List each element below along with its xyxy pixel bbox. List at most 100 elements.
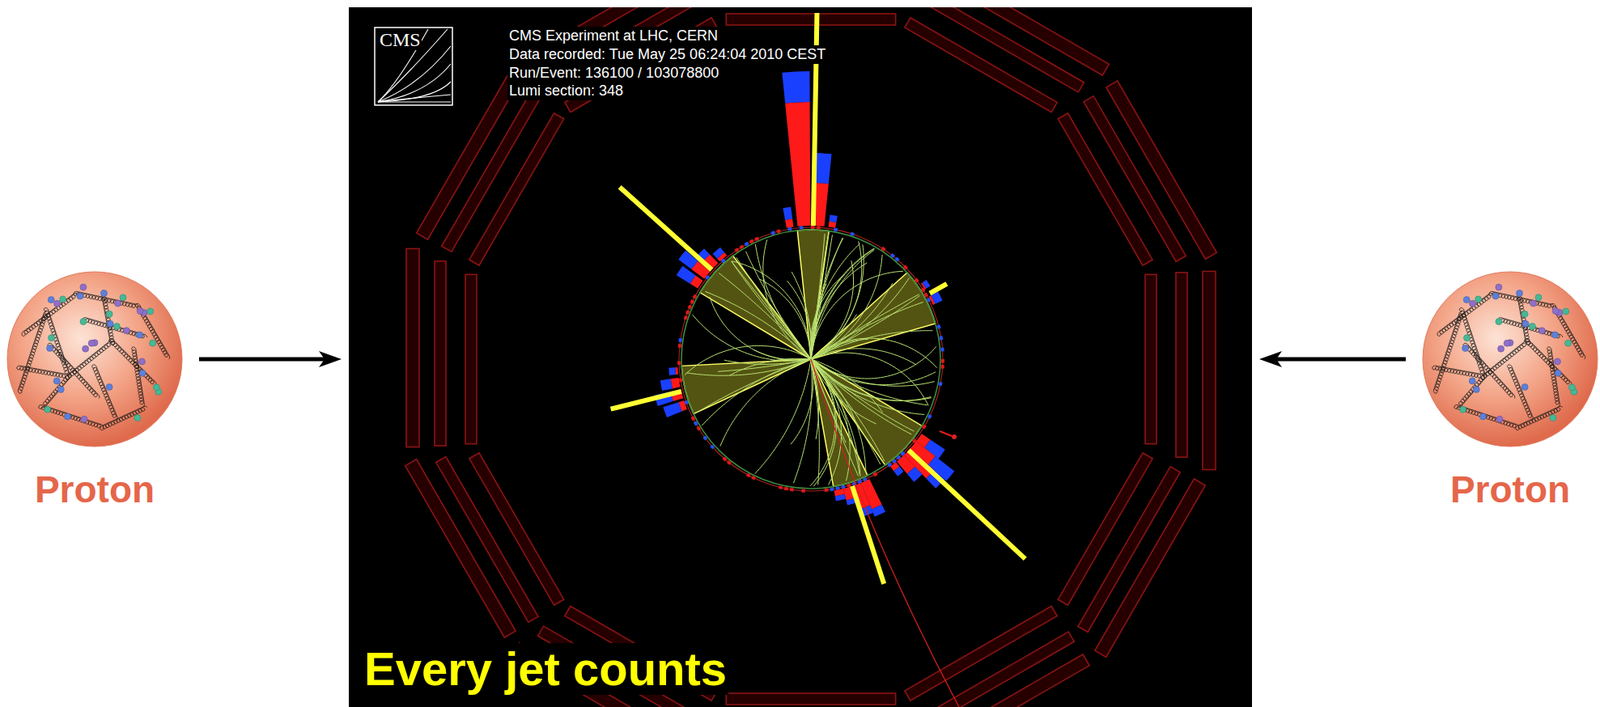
quark-dot xyxy=(1553,358,1561,365)
gluon-coil xyxy=(101,293,115,346)
calorimeter-hit xyxy=(702,435,708,441)
gluon-coil xyxy=(82,318,148,339)
track-line xyxy=(704,291,811,360)
calorimeter-hit xyxy=(810,225,815,230)
quark-dot xyxy=(1551,331,1558,339)
quark-dot xyxy=(46,344,54,352)
calorimeter-hit xyxy=(939,335,944,340)
track-line xyxy=(684,345,811,375)
proton-sphere xyxy=(1422,271,1598,447)
calorimeter-hit xyxy=(721,456,727,462)
quark-dot xyxy=(80,415,88,423)
track-line xyxy=(701,359,811,426)
track-line xyxy=(731,261,811,360)
calorimeter-hit xyxy=(683,315,688,321)
logo-text: CMS xyxy=(378,29,422,51)
calorimeter-hit xyxy=(890,253,896,259)
track-line xyxy=(810,359,925,415)
proton-sphere xyxy=(7,271,183,447)
quark-dot xyxy=(1469,300,1477,307)
calorimeter-hit xyxy=(789,488,794,493)
quark-dot xyxy=(1552,307,1559,315)
track-line xyxy=(810,359,936,386)
event-info: Data recorded: Tue May 25 06:24:04 2010 … xyxy=(507,45,828,64)
track-line xyxy=(810,359,931,401)
beam-arrow xyxy=(1270,357,1406,362)
energy-bar xyxy=(781,71,810,104)
track-line xyxy=(755,359,811,475)
track-line xyxy=(810,346,937,379)
muon-chamber xyxy=(405,459,516,638)
energy-bar xyxy=(662,402,682,418)
jet-energy-line xyxy=(929,284,947,294)
calorimeter-hit xyxy=(941,359,945,364)
energy-bar xyxy=(785,218,794,228)
quark-dot xyxy=(1498,345,1505,353)
gluon-coil xyxy=(38,405,104,429)
jet-energy-line xyxy=(611,391,682,410)
calorimeter-hit xyxy=(689,299,695,305)
calorimeter-hit xyxy=(937,324,942,329)
gluon-coil xyxy=(1459,308,1486,378)
quark-dot xyxy=(1459,406,1467,413)
muon-chamber xyxy=(725,13,896,26)
track-line xyxy=(696,359,811,413)
track-line xyxy=(759,279,811,360)
muon-hit xyxy=(951,434,957,440)
quark-dot xyxy=(88,339,95,347)
track-line xyxy=(810,237,844,360)
quark-dot xyxy=(57,386,64,393)
calorimeter-hit xyxy=(746,473,752,479)
calorimeter-hit xyxy=(677,361,681,366)
beam-arrow xyxy=(199,357,331,362)
track-line xyxy=(746,251,811,360)
quark-dot xyxy=(1568,384,1575,391)
quark-dot xyxy=(134,415,141,422)
track-line xyxy=(810,234,832,360)
calorimeter-hit xyxy=(833,228,838,233)
quark-dot xyxy=(138,358,145,365)
gluon-coil xyxy=(1550,303,1585,360)
energy-bar xyxy=(893,466,904,477)
gluon-coil xyxy=(109,339,157,386)
calorimeter-hit xyxy=(849,232,855,237)
track-line xyxy=(810,359,881,465)
jet-energy-line xyxy=(908,450,1026,560)
track-line xyxy=(810,359,928,406)
quark-dot xyxy=(47,297,55,304)
energy-bar xyxy=(828,215,837,223)
gluon-coil xyxy=(65,341,113,381)
quark-dot xyxy=(44,406,51,413)
track-line xyxy=(810,234,829,360)
track-line xyxy=(731,261,811,360)
quark-dot xyxy=(123,327,130,335)
calorimeter-hit xyxy=(903,264,909,270)
quark-dot xyxy=(139,369,146,377)
energy-bar xyxy=(668,367,676,376)
energy-bar xyxy=(907,466,923,483)
calorimeter-hit xyxy=(754,237,760,242)
calorimeter-hit xyxy=(881,246,887,252)
track-line xyxy=(790,359,814,445)
energy-bar xyxy=(922,280,931,289)
calorimeter-hit xyxy=(927,414,933,420)
particle-label: Proton xyxy=(7,468,183,512)
track-line xyxy=(731,261,811,360)
track-line xyxy=(787,280,812,360)
gluon-coil xyxy=(47,343,100,399)
gluon-coil xyxy=(1481,341,1528,381)
quark-dot xyxy=(1468,377,1476,385)
jet-energy-line xyxy=(619,186,713,270)
quark-dot xyxy=(1554,369,1562,377)
quark-dot xyxy=(80,284,87,291)
muon-chamber xyxy=(725,693,896,705)
energy-bar xyxy=(828,220,837,228)
quark-dot xyxy=(1538,327,1545,335)
track-line xyxy=(810,359,860,475)
quark-dot xyxy=(1521,310,1528,318)
calorimeter-hit xyxy=(776,229,781,234)
particle-label: Proton xyxy=(1422,468,1598,512)
quark-dot xyxy=(106,310,113,318)
quark-dot xyxy=(1479,413,1486,421)
event-info: CMS Experiment at LHC, CERN xyxy=(507,26,720,46)
